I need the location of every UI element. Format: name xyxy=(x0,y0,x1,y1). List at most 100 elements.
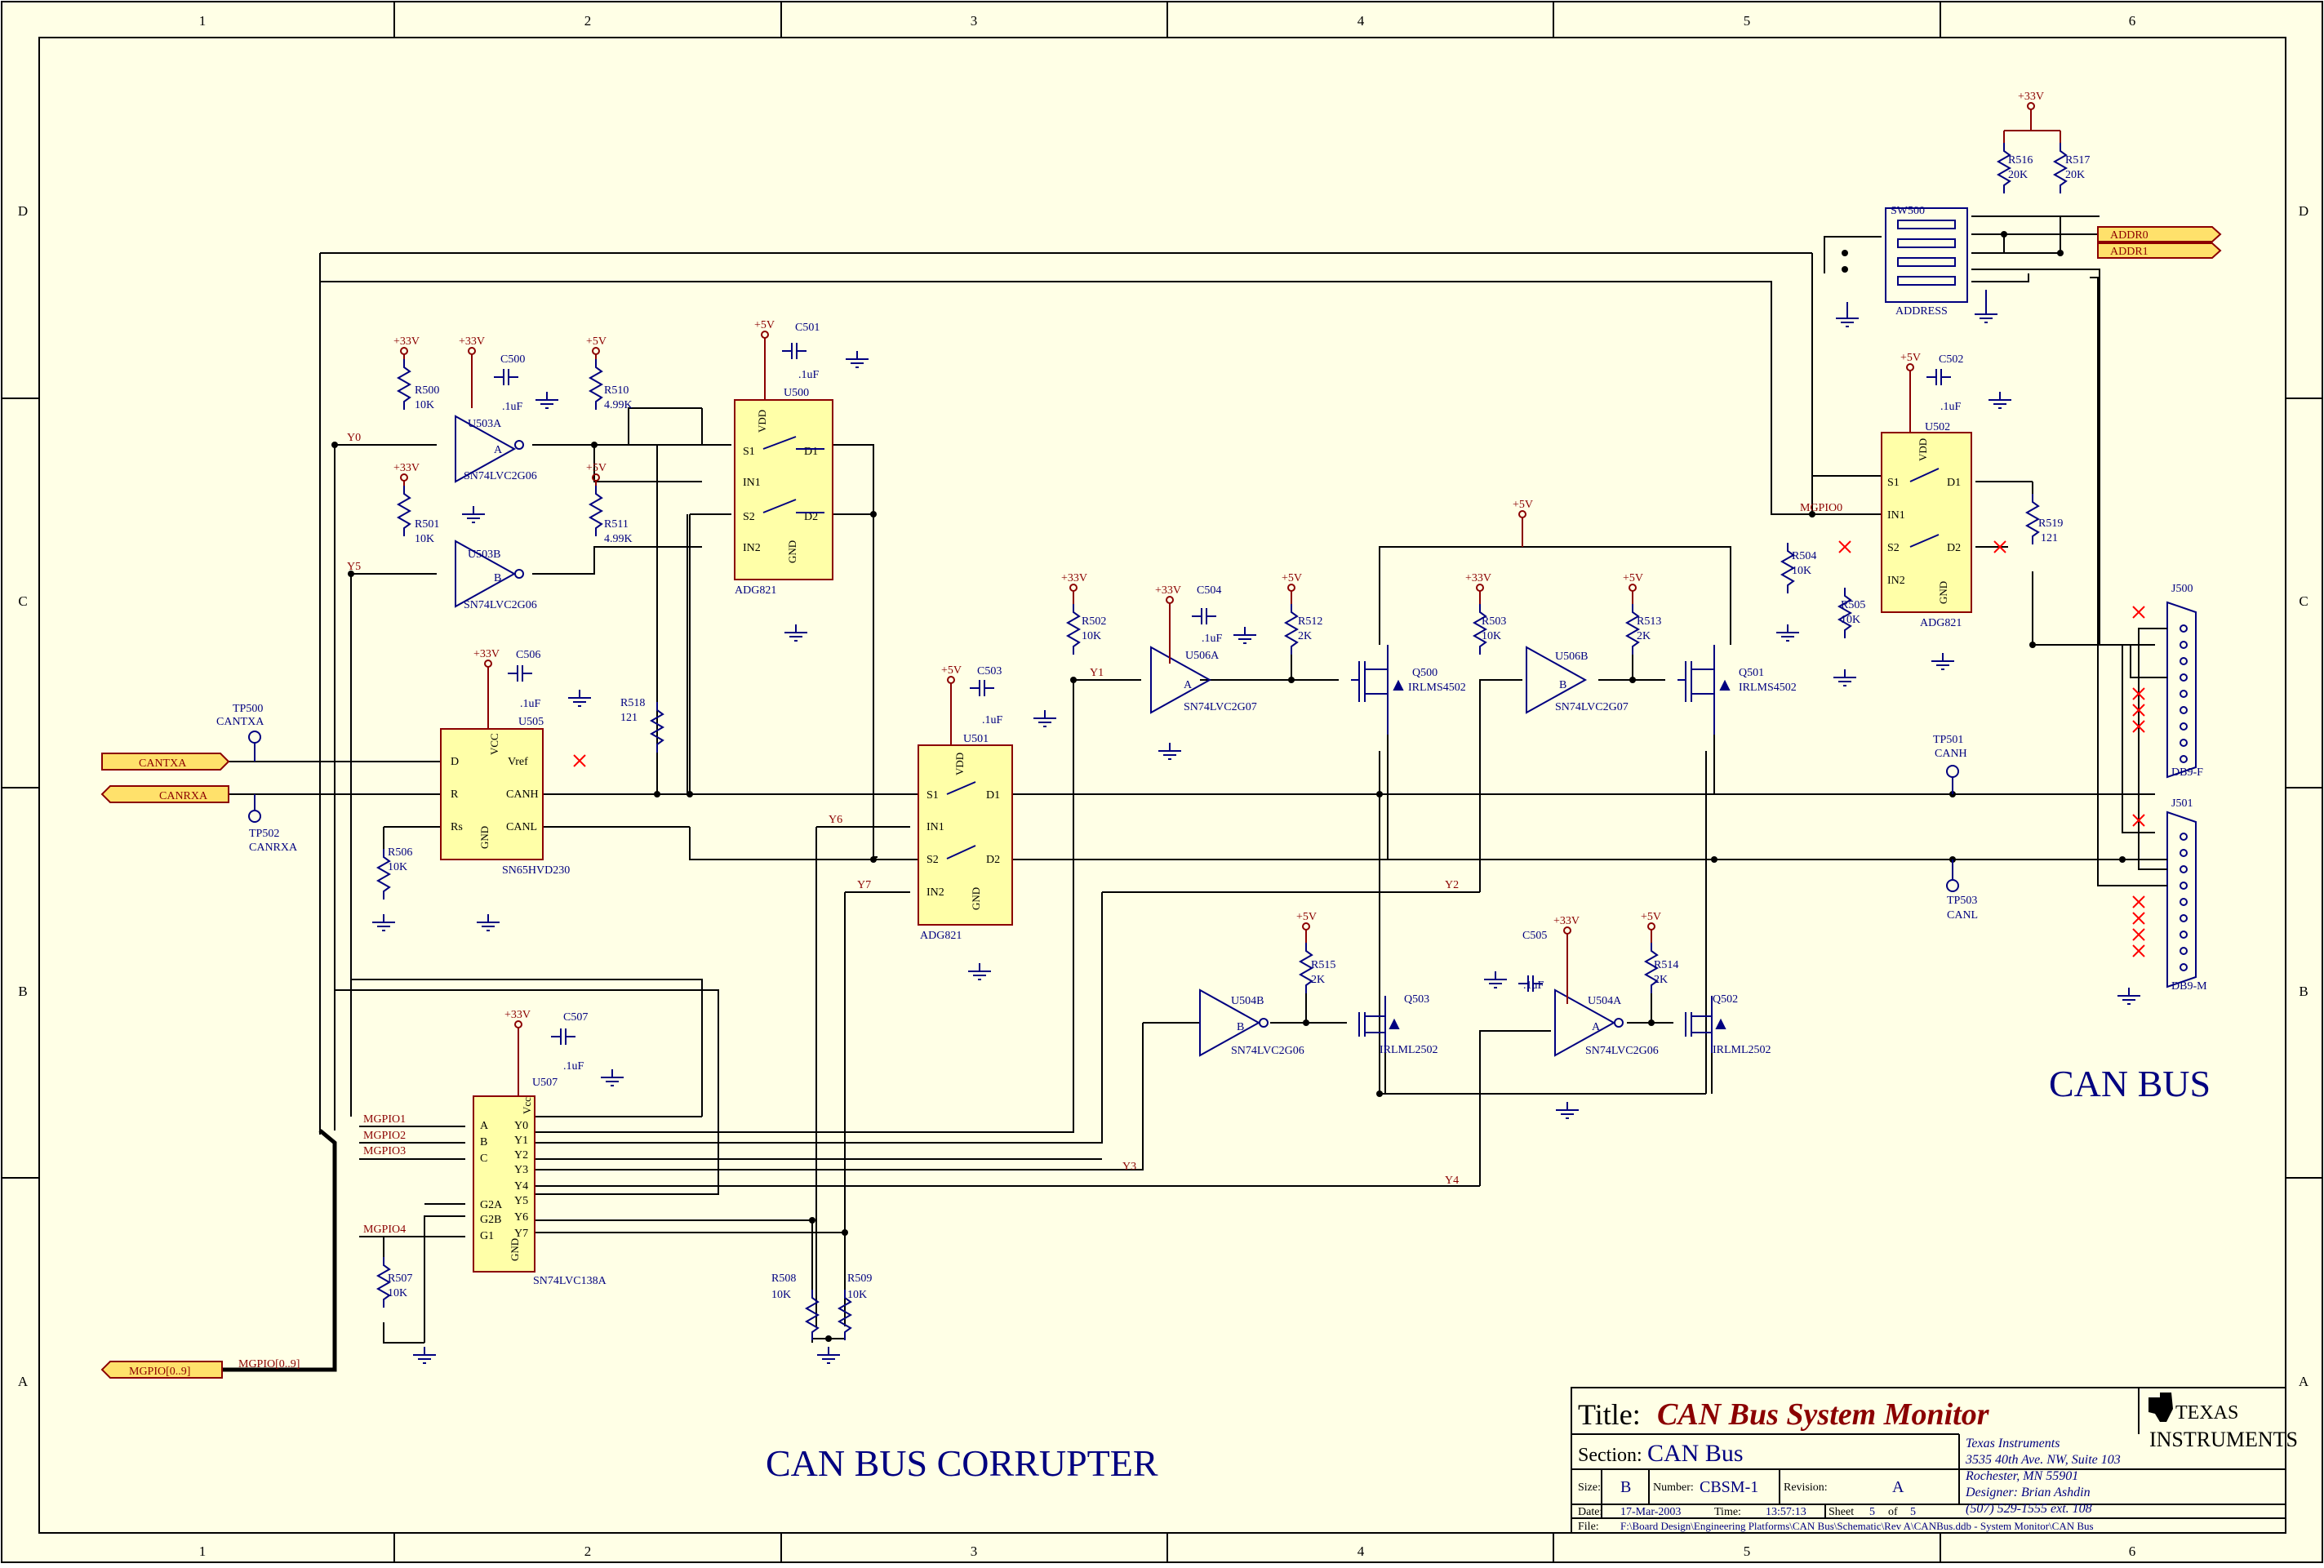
col-label-1b: 1 xyxy=(199,1544,207,1559)
pin-in2: IN2 xyxy=(1887,575,1905,587)
col-label-1: 1 xyxy=(199,13,207,29)
section-title-canbus: CAN BUS xyxy=(2049,1063,2211,1104)
connector-j501[interactable]: J501 DB9-M xyxy=(2166,797,2207,993)
net-mgpio-bus: MGPIO[0..9] xyxy=(238,1358,300,1370)
ref-r507: R507 xyxy=(388,1273,412,1285)
port-cantxa[interactable]: CANTXA xyxy=(101,753,230,771)
gate-u506a[interactable]: A U506A SN74LVC2G07 xyxy=(1150,646,1257,714)
resistor-symbols xyxy=(375,143,2068,1340)
testpoint-tp503[interactable]: TP503 CANL xyxy=(1946,860,1978,922)
pin-s2: S2 xyxy=(743,511,755,523)
testpoint-tp501[interactable]: TP501 CANH xyxy=(1933,734,1967,794)
gate-u504a[interactable]: A U504A SN74LVC2G06 xyxy=(1554,988,1659,1057)
date-label: Date: xyxy=(1578,1506,1602,1518)
ref-u507: U507 xyxy=(532,1077,558,1089)
ref-r504: R504 xyxy=(1792,550,1816,562)
section-title-corrupter: CAN BUS CORRUPTER xyxy=(766,1442,1158,1484)
ref-u502: U502 xyxy=(1925,421,1950,433)
ref-r506: R506 xyxy=(388,846,412,859)
port-addr1[interactable]: ADDR1 xyxy=(2097,242,2222,259)
net-y7: Y7 xyxy=(857,879,871,891)
chip-u507[interactable]: A B C G2A G2B G1 Y0 Y1 Y2 Y3 Y4 Y5 Y6 Y7… xyxy=(473,1077,607,1287)
revision-label: Revision: xyxy=(1784,1481,1828,1494)
ref-r514: R514 xyxy=(1654,959,1678,971)
val-c502: .1uF xyxy=(1940,401,1962,413)
pin-y0: Y0 xyxy=(514,1120,528,1132)
switch-sw500[interactable]: SW500 ADDRESS xyxy=(1885,205,1968,318)
ref-u506a: U506A xyxy=(1185,650,1220,662)
mgpio-bus-wire xyxy=(135,1129,337,1372)
net-y1: Y1 xyxy=(1090,667,1104,679)
ref-r500: R500 xyxy=(415,384,439,397)
mosfet-q503[interactable]: Q503 IRLML2502 xyxy=(1358,993,1438,1056)
pin-y2: Y2 xyxy=(514,1149,528,1162)
power-symbols xyxy=(400,102,2061,1096)
pwr-label: +5V xyxy=(1623,572,1643,584)
val-r514: 2K xyxy=(1654,974,1668,986)
pwr-label: +33V xyxy=(393,462,420,474)
pin-d1: D1 xyxy=(986,789,1000,802)
chip-u505[interactable]: D R Rs Vref CANH CANL VCC GND U505 SN65H… xyxy=(440,716,570,877)
pin-d2: D2 xyxy=(804,511,818,523)
part-adg821: ADG821 xyxy=(920,930,962,942)
port-label: CANTXA xyxy=(139,757,187,770)
pwr-label: +5V xyxy=(1296,911,1317,923)
port-canrxa[interactable]: CANRXA xyxy=(100,785,229,803)
val-r518: 121 xyxy=(620,712,638,724)
mosfet-q501[interactable]: Q501 IRLMS4502 xyxy=(1677,645,1797,735)
time-value: 13:57:13 xyxy=(1766,1506,1806,1518)
ref-tp500: TP500 xyxy=(233,703,263,715)
ref-tp503: TP503 xyxy=(1947,895,1977,907)
part-sn74lvc2g06: SN74LVC2G06 xyxy=(1585,1045,1659,1057)
net-mgpio0: MGPIO0 xyxy=(1800,502,1842,514)
val-r515: 2K xyxy=(1311,974,1325,986)
net-y4: Y4 xyxy=(1445,1175,1459,1187)
ref-r503: R503 xyxy=(1482,615,1506,628)
pin-gnd: GND xyxy=(509,1238,521,1261)
of-label: of xyxy=(1888,1506,1898,1518)
connector-j500[interactable]: J500 DB9-F xyxy=(2166,583,2203,779)
pin-a: A xyxy=(480,1120,489,1132)
net-mgpio4: MGPIO4 xyxy=(363,1224,406,1236)
val-r506: 10K xyxy=(388,861,407,873)
connector-wiring xyxy=(1953,277,2167,886)
col-label-2: 2 xyxy=(584,13,592,29)
ref-r501: R501 xyxy=(415,518,439,531)
chip-u500[interactable]: S1 IN1 S2 IN2 D1 D2 VDD GND U500 ADG821 xyxy=(734,387,833,597)
title-block: Title: CAN Bus System Monitor Section: C… xyxy=(1571,1387,2298,1534)
val-r504: 10K xyxy=(1792,565,1811,577)
val-r505: 10K xyxy=(1841,614,1860,626)
ref-r510: R510 xyxy=(604,384,629,397)
mosfet-q500[interactable]: Q500 IRLMS4502 xyxy=(1351,645,1466,735)
chip-u501[interactable]: S1 IN1 S2 IN2 D1 D2 VDD GND U501 ADG821 xyxy=(918,733,1013,942)
testpoint-tp500[interactable]: TP500 CANTXA xyxy=(216,703,264,762)
pin-vdd: VDD xyxy=(1917,438,1929,461)
gate-u504b[interactable]: B U504B SN74LVC2G06 xyxy=(1199,988,1304,1057)
gate-u506b[interactable]: B U506B SN74LVC2G07 xyxy=(1526,646,1629,714)
pwr-label: +5V xyxy=(586,462,607,474)
section-value: CAN Bus xyxy=(1647,1440,1744,1467)
pin-y6: Y6 xyxy=(514,1211,528,1224)
pin-vref: Vref xyxy=(508,756,528,768)
ground-symbols xyxy=(372,290,2140,1364)
gate-u503a[interactable]: A U503A SN74LVC2G06 xyxy=(455,415,537,483)
ref-u500: U500 xyxy=(784,387,809,399)
time-label: Time: xyxy=(1714,1506,1741,1518)
val-r519: 121 xyxy=(2041,532,2058,544)
row-label-c: C xyxy=(18,593,27,609)
gate-u503b[interactable]: B U503B SN74LVC2G06 xyxy=(455,540,537,611)
pin-d: D xyxy=(451,756,459,768)
pin-canh: CANH xyxy=(506,788,539,801)
val-c505: .1uF xyxy=(1523,979,1544,992)
mosfet-q502[interactable]: Q502 IRLML2502 xyxy=(1685,993,1771,1056)
row-label-a-r: A xyxy=(2299,1374,2309,1389)
val-r513: 2K xyxy=(1637,630,1651,642)
pwr-label: +33V xyxy=(459,335,485,348)
port-addr0[interactable]: ADDR0 xyxy=(2097,226,2222,242)
val-r508: 10K xyxy=(771,1289,791,1301)
ref-q502: Q502 xyxy=(1713,993,1738,1006)
chip-u502[interactable]: S1 IN1 S2 IN2 D1 D2 VDD GND U502 ADG821 xyxy=(1881,421,1972,629)
pin-b: B xyxy=(480,1136,487,1148)
testpoint-tp502[interactable]: TP502 CANRXA xyxy=(248,794,298,854)
port-mgpio[interactable]: MGPIO[0..9] xyxy=(100,1361,223,1379)
